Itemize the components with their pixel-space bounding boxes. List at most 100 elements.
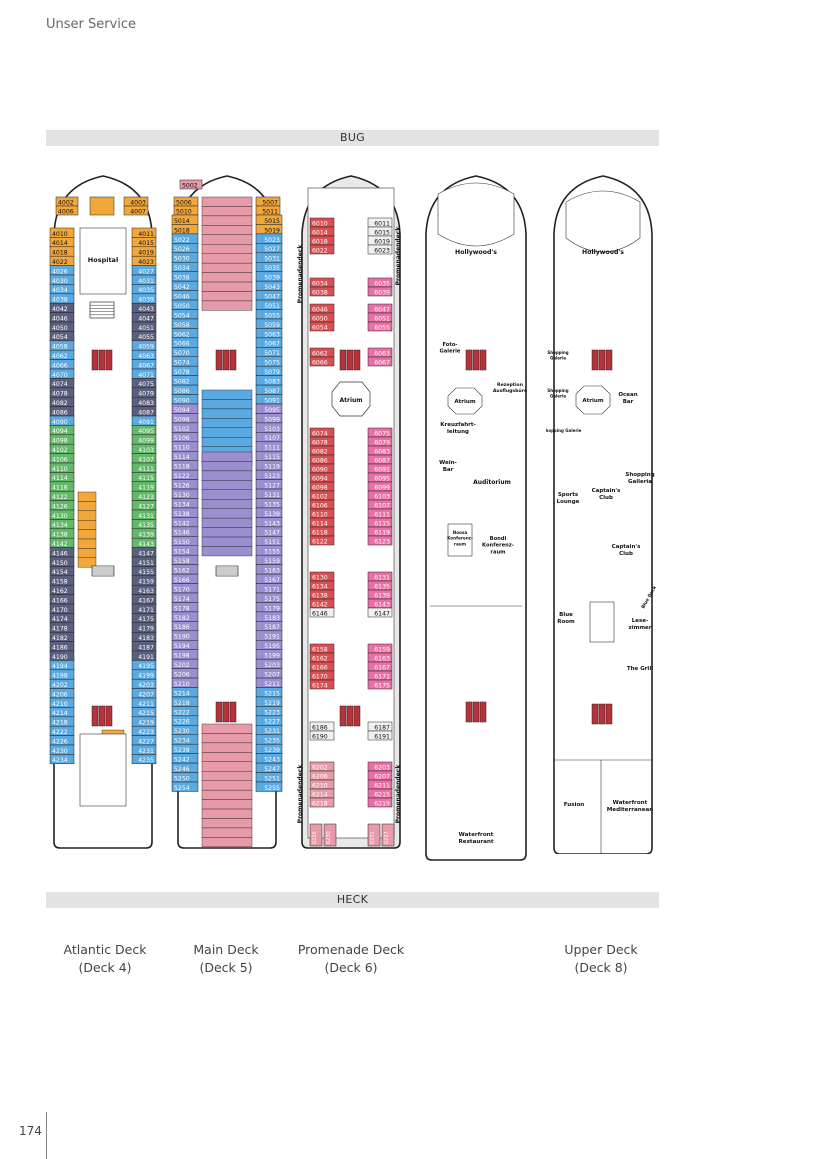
cabin-cell: [309, 679, 335, 690]
stern-cabin: [367, 823, 381, 847]
cabin-number: 5051: [264, 303, 280, 310]
cabin-number: 5134: [174, 501, 190, 508]
cabin-number: 4175: [138, 616, 154, 623]
cabin-number: 5070: [174, 350, 190, 357]
inner-cabin: [201, 546, 253, 557]
auditorium-label: Auditorium: [473, 479, 511, 486]
cabin-number: 5227: [264, 719, 280, 726]
cabin-number: 5142: [174, 520, 190, 527]
cabin-number: 5126: [174, 482, 190, 489]
atrium-octagon: [447, 387, 483, 415]
inner-cabin: [201, 461, 253, 472]
cabin-cell: [367, 535, 393, 546]
cabin-number: 4031: [138, 278, 154, 285]
deck-number: (Deck 6): [324, 960, 378, 975]
cabin-number: 5078: [174, 369, 190, 376]
elevator: [465, 349, 473, 371]
cabin-number: 4155: [138, 569, 154, 576]
stairwell: [215, 565, 239, 577]
inner-cabin: [201, 253, 253, 264]
cabin-number: 6018: [312, 238, 328, 245]
cabin-number: 5026: [174, 246, 190, 253]
elevator: [91, 705, 99, 727]
cabin-number: 5031: [264, 256, 280, 263]
cabin-number: 5111: [264, 445, 280, 452]
cabin-number: 5190: [174, 634, 190, 641]
cabin-number: 4046: [52, 315, 68, 322]
cabin-cell: [179, 179, 203, 190]
cabin-number: 6206: [312, 773, 328, 780]
theater-area: [565, 190, 641, 253]
cabin-number: 5106: [174, 435, 190, 442]
cabin-number: 4059: [138, 344, 154, 351]
inner-cabin: [201, 427, 253, 438]
cabin-cell: [55, 205, 79, 216]
cabin-number: 5167: [264, 577, 280, 584]
cabin-number: 5038: [174, 275, 190, 282]
cabin-number: 5215: [264, 690, 280, 697]
cabin-number: 5043: [264, 284, 280, 291]
bondi-label: Konferenz-: [482, 543, 514, 549]
inner-cabin: [201, 799, 253, 810]
cabin-number: 6147: [374, 610, 390, 617]
cabin-cell: [309, 535, 335, 546]
cabin-number: 4134: [52, 522, 68, 529]
cabin-number: 4131: [138, 513, 154, 520]
cabin-number: 5202: [174, 662, 190, 669]
cabin-number: 6035: [374, 280, 390, 287]
elevator: [472, 349, 480, 371]
cabin-number: 5254: [174, 785, 190, 792]
foto-label: Galerie: [440, 349, 461, 355]
cabin-cell: [309, 321, 335, 332]
cabin-number: 6023: [374, 247, 390, 254]
cabin-number: 4218: [52, 720, 68, 727]
inner-cabin: [201, 215, 253, 226]
cabin-number: 6082: [312, 448, 328, 455]
cabin-number: 5006: [176, 199, 192, 206]
cabin-number: 5135: [264, 501, 280, 508]
cabin-number: 4226: [52, 738, 68, 745]
cabin-number: 4147: [138, 550, 154, 557]
inner-cabin: [201, 470, 253, 481]
cabin-number: 5214: [174, 690, 190, 697]
captains-club-label: Captain's: [612, 544, 642, 550]
cabin-number: 6159: [374, 646, 390, 653]
cabin-number: 4235: [138, 757, 154, 764]
cabin-number: 4123: [138, 494, 154, 501]
inner-cabin: [201, 723, 253, 734]
cabin-number: 5210: [174, 681, 190, 688]
stern-cabin-number: 6231: [370, 831, 376, 844]
cabin-number: 5139: [264, 511, 280, 518]
cabin-number: 5087: [264, 388, 280, 395]
weinbar-label: Bar: [443, 467, 454, 473]
cabin-number: 5098: [174, 416, 190, 423]
cabin-number: 5219: [264, 700, 280, 707]
cabin-number: 6095: [374, 475, 390, 482]
cabin-number: 4050: [52, 325, 68, 332]
inner-cabin: [201, 437, 253, 447]
bondi-label: raum: [490, 549, 505, 555]
inner-cabin: [201, 300, 253, 311]
cabin-number: 5103: [264, 426, 280, 433]
blue-room-label: Room: [557, 619, 575, 625]
pool: [589, 601, 615, 643]
cabin-number: 5066: [174, 341, 190, 348]
cabin-number: 4191: [138, 654, 154, 661]
inner-cabin: [201, 196, 253, 207]
cabin-number: 5119: [264, 464, 280, 471]
inner-cabin: [201, 789, 253, 800]
elevator: [339, 349, 347, 371]
cabin-number: 5035: [264, 265, 280, 272]
cabin-number: 4167: [138, 597, 154, 604]
cabin-number: 4179: [138, 626, 154, 633]
cabin-number: 4019: [138, 250, 154, 257]
cabin-number: 4038: [52, 297, 68, 304]
noosa-label: Konferenz-: [447, 536, 473, 541]
cabin-number: 4183: [138, 635, 154, 642]
cabin-number: 6211: [374, 782, 390, 789]
cabin-number: 5222: [174, 709, 190, 716]
lesezimmer-label: Lese-: [632, 618, 649, 624]
cabin-cell: [309, 244, 335, 255]
cabin-number: 5234: [174, 738, 190, 745]
